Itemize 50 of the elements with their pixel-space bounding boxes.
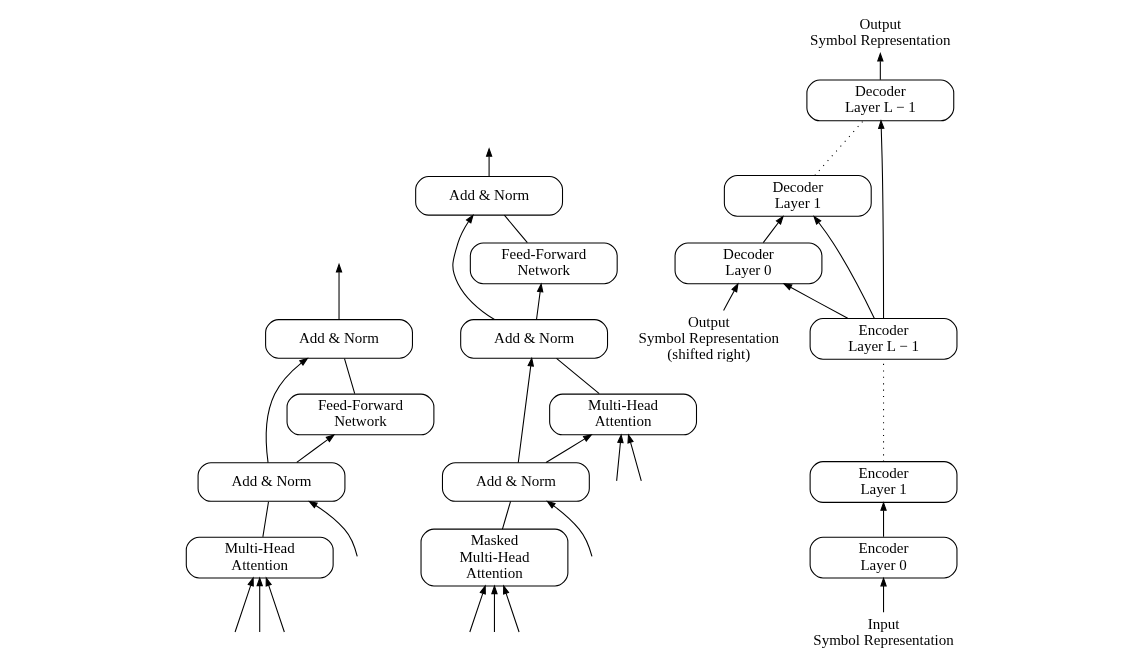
arrow <box>517 356 535 464</box>
node-box: Feed-Forward Network <box>286 393 435 436</box>
arrow <box>469 584 486 633</box>
arrow <box>782 282 849 319</box>
arrow <box>723 282 739 311</box>
arrow <box>335 262 343 320</box>
connector <box>343 358 356 395</box>
arrow <box>616 433 624 482</box>
arrow <box>536 282 544 320</box>
connector <box>503 214 528 244</box>
arrow <box>256 576 264 633</box>
node-box: Add & Norm <box>441 462 590 502</box>
node-box: Add & Norm <box>415 175 564 216</box>
arrow <box>296 434 336 463</box>
node-box: Encoder Layer L − 1 <box>809 318 958 360</box>
arrow <box>880 576 887 613</box>
arrow <box>876 51 884 81</box>
arrow <box>762 215 784 244</box>
node-box: Masked Multi-Head Attention <box>420 528 569 587</box>
node-box: Add & Norm <box>460 319 609 359</box>
arrow <box>485 147 493 177</box>
arrow <box>545 434 593 464</box>
arrow <box>265 357 309 464</box>
arrow <box>503 584 520 633</box>
node-box: Multi-Head Attention <box>549 393 698 436</box>
node-box: Add & Norm <box>265 319 413 359</box>
node-box: Decoder Layer 0 <box>674 242 823 285</box>
arrow <box>234 576 254 633</box>
node-box: Feed-Forward Network <box>469 242 618 285</box>
arrow <box>265 576 285 633</box>
connector <box>555 357 600 395</box>
node-text: Output Symbol Representation (shifted right) <box>638 313 780 362</box>
arrow <box>546 500 593 557</box>
arrow <box>452 213 495 321</box>
node-box: Multi-Head Attention <box>185 536 334 579</box>
node-box: Decoder Layer L − 1 <box>806 79 955 122</box>
arrow <box>491 584 498 633</box>
node-text: Output Symbol Representation <box>810 15 951 48</box>
arrow <box>880 501 887 538</box>
arrow <box>877 119 885 319</box>
node-box: Encoder Layer 1 <box>809 461 958 503</box>
connector <box>262 501 270 538</box>
arrow <box>627 433 642 482</box>
node-box: Decoder Layer 1 <box>723 174 872 217</box>
arrow <box>813 215 875 319</box>
connector <box>501 500 512 530</box>
node-box: Encoder Layer 0 <box>809 536 958 579</box>
node-box: Add & Norm <box>197 462 346 502</box>
arrow <box>308 500 358 557</box>
node-text: Input Symbol Representation <box>813 616 954 649</box>
